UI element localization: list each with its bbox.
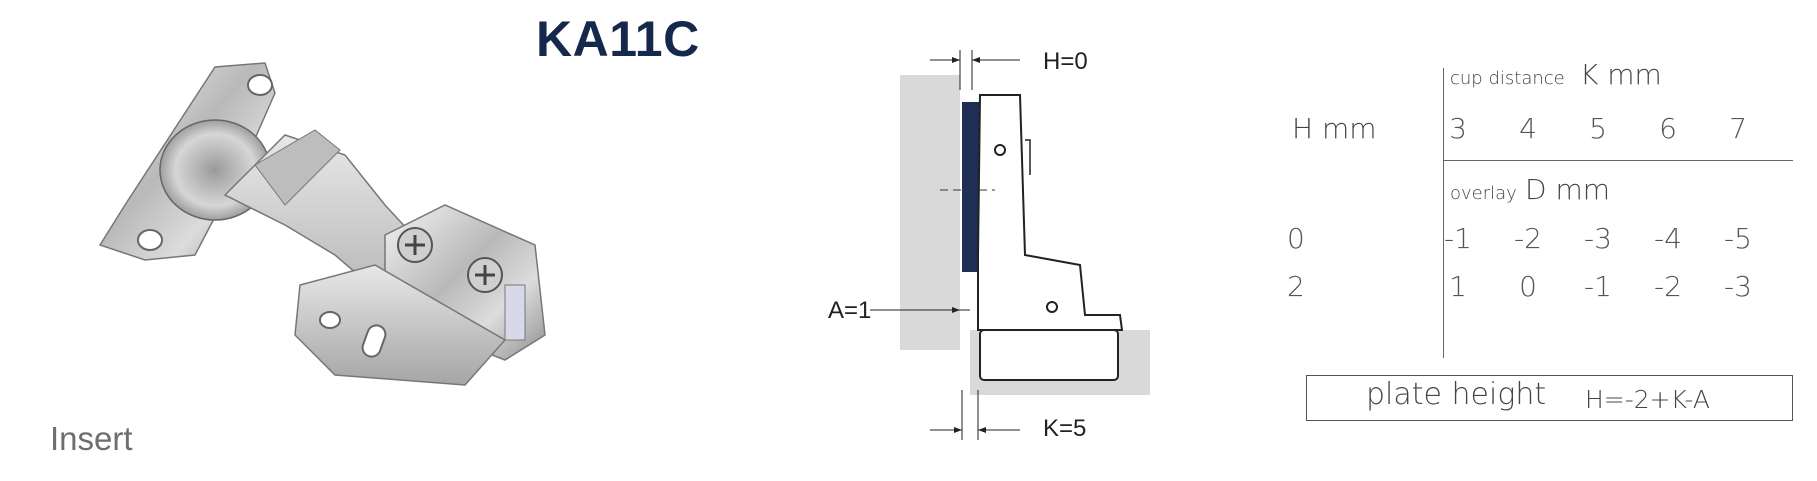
arm-outline	[977, 94, 1124, 331]
d-value: -4	[1654, 222, 1682, 255]
d-value: -3	[1584, 222, 1612, 255]
plate-end-cap	[504, 284, 526, 341]
k-value: 6	[1659, 112, 1677, 145]
d-value: -5	[1724, 222, 1752, 255]
cup-distance-label: cup distance	[1450, 68, 1565, 89]
hinge-photo	[98, 62, 546, 386]
product-title: KA11C	[536, 11, 700, 67]
d-value: 1	[1449, 270, 1467, 303]
k-value: 4	[1519, 112, 1537, 145]
a-dimension-label: A=1	[828, 297, 872, 324]
photo-caption: Insert	[50, 420, 133, 457]
plate-height-label: plate height	[1366, 377, 1547, 412]
cabinet-panel	[900, 75, 960, 350]
hinge-knuckle	[254, 129, 341, 206]
row-h-value: 0	[1287, 222, 1305, 255]
k-header: K mm	[1580, 58, 1662, 91]
table-vertical-rule	[1443, 68, 1444, 358]
k-value: 3	[1449, 112, 1467, 145]
k-dimension-label: K=5	[1043, 415, 1087, 442]
k-value: 5	[1589, 112, 1607, 145]
overlay-label: overlay	[1450, 183, 1517, 204]
d-value: -2	[1654, 270, 1682, 303]
h-header: H mm	[1292, 112, 1377, 145]
plate-height-formula: H=-2+K-A	[1585, 385, 1710, 414]
d-value: -3	[1724, 270, 1752, 303]
h-dimension-label: H=0	[1043, 48, 1088, 75]
plate-height-box	[1306, 375, 1793, 421]
plate-section	[979, 329, 1119, 381]
mounting-plate	[294, 264, 507, 386]
screw-hole-bottom	[137, 229, 163, 251]
screw-hole-top	[247, 74, 273, 96]
d-value: -2	[1514, 222, 1542, 255]
d-value: -1	[1444, 222, 1472, 255]
table-horizontal-rule	[1443, 160, 1793, 161]
k-value: 7	[1729, 112, 1747, 145]
hinge-section-diagram	[870, 50, 1150, 440]
d-header: D mm	[1525, 173, 1611, 206]
cup-section	[962, 102, 982, 272]
d-value: 0	[1519, 270, 1537, 303]
row-h-value: 2	[1287, 270, 1305, 303]
d-value: -1	[1584, 270, 1612, 303]
